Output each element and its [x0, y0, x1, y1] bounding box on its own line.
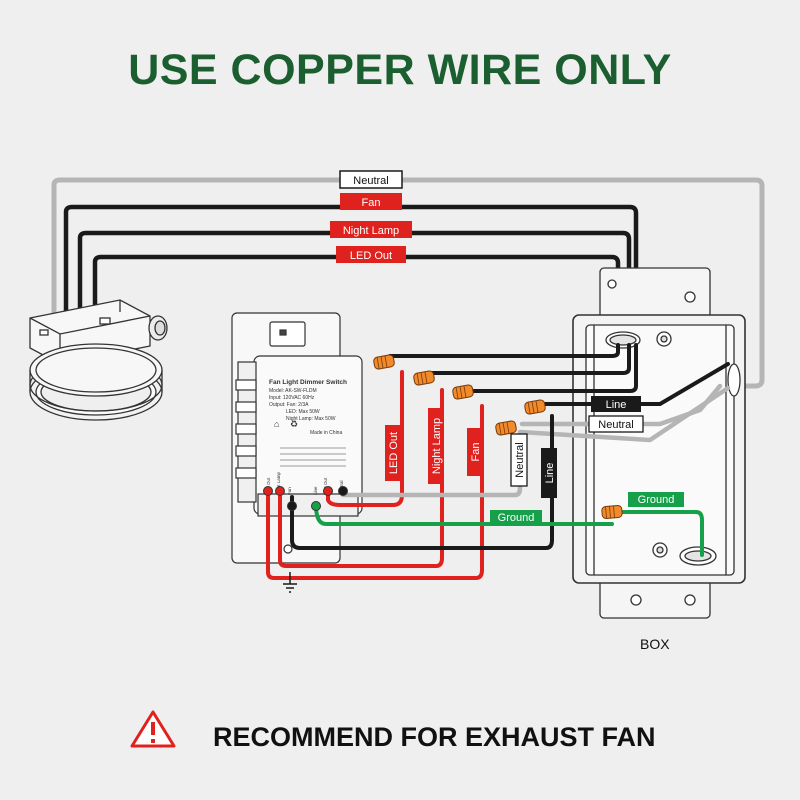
wire-nut-icon	[452, 384, 474, 400]
fan-label-vertical: Fan	[470, 443, 482, 462]
switch-title: Fan Light Dimmer Switch	[269, 379, 347, 386]
led-out-red-wire	[326, 370, 404, 507]
night-lamp-label-top: Night Lamp	[343, 225, 399, 237]
page-title: USE COPPER WIRE ONLY	[128, 46, 672, 94]
switch-night-lamp: Night Lamp: Max 50W	[286, 416, 336, 422]
terminal-label: LED Out	[323, 477, 328, 495]
led-out-label-vertical: LED Out	[388, 432, 400, 474]
line-label-vertical: Line	[544, 463, 556, 484]
ground-label-wire: Ground	[498, 512, 535, 524]
warning-text: RECOMMEND FOR EXHAUST FAN	[213, 722, 656, 752]
led-out-label-top: LED Out	[350, 250, 392, 262]
night-lamp-box-wire	[428, 343, 631, 375]
line-supply-wire	[543, 362, 730, 406]
wire-nut-icon	[495, 420, 517, 436]
switch-terminals	[263, 486, 348, 511]
fan-label-top: Fan	[362, 197, 381, 209]
terminal-label: Fan	[287, 487, 292, 495]
terminal-label: Night Lamp	[276, 471, 281, 495]
night-lamp-red-wire	[278, 388, 444, 568]
ground-label-box: Ground	[638, 494, 675, 506]
line-label-box: Line	[606, 399, 627, 411]
fan-red-wire	[266, 404, 484, 580]
neutral-label-top: Neutral	[353, 175, 388, 187]
ground-box-wire	[610, 510, 704, 557]
electrical-box	[572, 267, 746, 619]
neutral-label-vertical: Neutral	[514, 442, 526, 477]
wire-nuts	[373, 354, 623, 520]
led-wire-top	[92, 254, 621, 348]
terminal-label: Line	[313, 486, 318, 495]
switch-output: Output: Fan: 2/3A	[269, 402, 309, 408]
switch-label-text: Fan Light Dimmer Switch Model: AK-SW-FLD…	[269, 379, 347, 436]
night-lamp-label-vertical: Night Lamp	[431, 418, 443, 474]
dimmer-switch	[231, 312, 363, 564]
home-icon: ⌂	[274, 419, 279, 429]
wire-nut-icon	[413, 370, 435, 386]
ground-symbol-icon	[283, 572, 297, 593]
switch-input: Input: 120VAC 60Hz	[269, 395, 315, 401]
wire-nut-icon	[373, 354, 395, 370]
switch-model: Model: AK-SW-FLDM	[269, 388, 317, 394]
wire-nut-icon	[601, 504, 623, 520]
line-black-wire	[290, 414, 554, 550]
terminal-label: LED Out	[266, 477, 271, 495]
neutral-label-box: Neutral	[598, 419, 633, 431]
box-tags: Line Neutral	[588, 396, 644, 433]
wire-nut-icon	[524, 399, 546, 415]
fan-box-wire	[468, 343, 638, 393]
vertical-tags: LED Out Night Lamp Fan Neutral Line	[385, 408, 557, 498]
exhaust-fan-housing	[29, 299, 168, 421]
led-out-box-wire	[388, 343, 620, 358]
ground-tags: Ground Ground	[490, 492, 684, 525]
neutral-wire-top	[51, 177, 765, 389]
switch-made-in: Made in China	[310, 430, 342, 436]
warning-triangle-icon	[130, 710, 176, 748]
box-label: BOX	[640, 636, 670, 652]
switch-led: LED: Max 50W	[286, 409, 320, 415]
overhead-labels: Neutral Fan Night Lamp LED Out	[330, 170, 412, 263]
recycle-icon: ♻	[290, 419, 298, 429]
